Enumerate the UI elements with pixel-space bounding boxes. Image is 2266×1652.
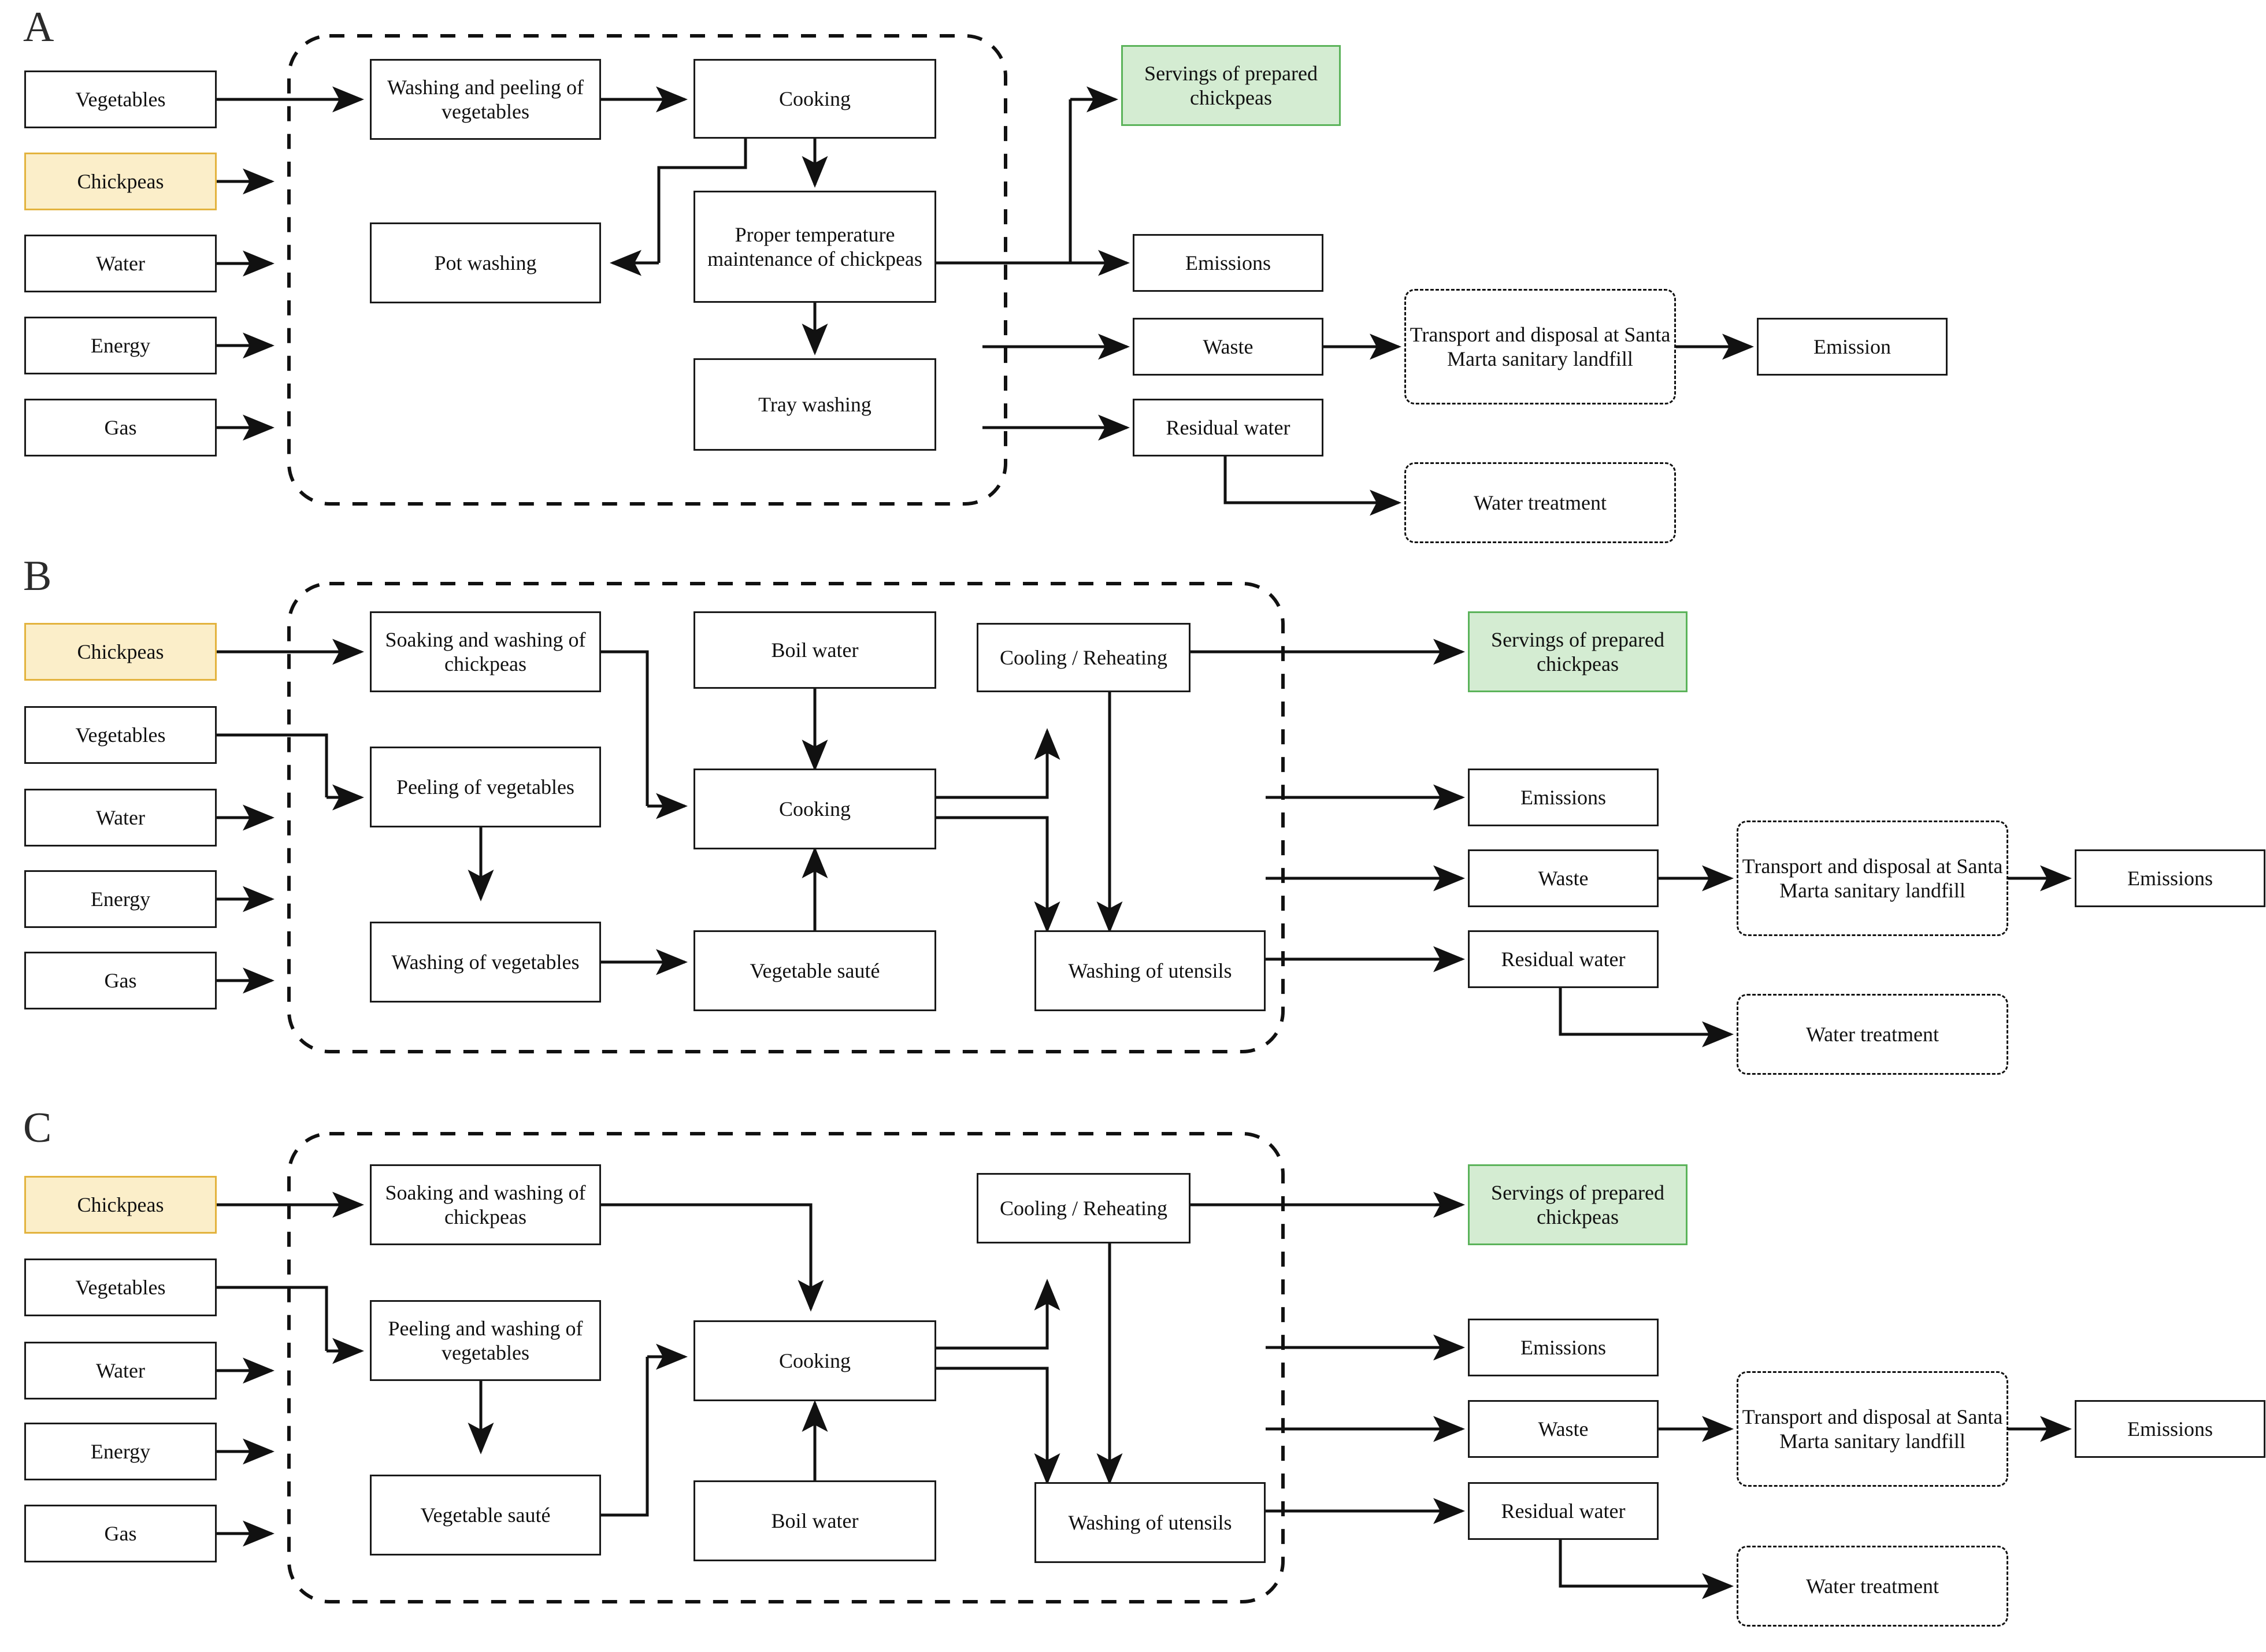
panel-c-output-residual-water[interactable]: Residual water xyxy=(1468,1482,1659,1540)
panel-a-input-energy[interactable]: Energy xyxy=(24,317,217,374)
panel-a-downstream-landfill[interactable]: Transport and disposal at Santa Marta sa… xyxy=(1404,289,1676,404)
line-c-saute-to-cooking-1 xyxy=(601,1357,649,1517)
panel-letter-c: C xyxy=(23,1104,52,1152)
panel-c-downstream-landfill[interactable]: Transport and disposal at Santa Marta sa… xyxy=(1737,1371,2008,1487)
panel-b-output-servings[interactable]: Servings of prepared chickpeas xyxy=(1468,611,1688,692)
arrow-c-cooking-to-washutensils xyxy=(936,1367,1060,1485)
panel-b-input-chickpeas[interactable]: Chickpeas xyxy=(24,623,217,681)
panel-b-input-vegetables[interactable]: Vegetables xyxy=(24,706,217,764)
panel-a-output-waste[interactable]: Waste xyxy=(1133,318,1323,376)
line-a-temp-to-servings-1 xyxy=(936,99,1072,265)
panel-b-process-washing-utensils[interactable]: Washing of utensils xyxy=(1034,930,1266,1011)
arrow-b-residualwater-to-treatment xyxy=(1559,981,1734,1048)
panel-c-output-emissions[interactable]: Emissions xyxy=(1468,1319,1659,1376)
panel-a-input-water[interactable]: Water xyxy=(24,235,217,292)
panel-b-process-vegetable-saute[interactable]: Vegetable sauté xyxy=(693,930,936,1011)
panel-a-input-vegetables[interactable]: Vegetables xyxy=(24,70,217,128)
line-b-soaking-to-cooking-1 xyxy=(601,650,649,806)
panel-b-process-washing-vegetables[interactable]: Washing of vegetables xyxy=(370,922,601,1003)
panel-c-input-water[interactable]: Water xyxy=(24,1342,217,1399)
panel-c-process-soaking-washing-chickpeas[interactable]: Soaking and washing of chickpeas xyxy=(370,1164,601,1245)
arrow-c-cooking-to-cooling xyxy=(936,1279,1060,1350)
panel-a-downstream-emission[interactable]: Emission xyxy=(1757,318,1948,376)
panel-c-process-boil-water[interactable]: Boil water xyxy=(693,1480,936,1561)
arrow-b-cooking-to-cooling xyxy=(936,728,1060,799)
line-a-cooking-to-potwash-1 xyxy=(657,139,747,263)
panel-a-input-gas[interactable]: Gas xyxy=(24,399,217,456)
panel-b-process-cooling-reheating[interactable]: Cooling / Reheating xyxy=(977,623,1191,692)
panel-b-process-soaking-washing-chickpeas[interactable]: Soaking and washing of chickpeas xyxy=(370,611,601,692)
panel-a-process-tray-washing[interactable]: Tray washing xyxy=(693,358,936,451)
panel-b-downstream-emissions[interactable]: Emissions xyxy=(2075,849,2265,907)
panel-a-process-temperature-maintenance[interactable]: Proper temperature maintenance of chickp… xyxy=(693,191,936,303)
panel-c-process-peeling-washing-vegetables[interactable]: Peeling and washing of vegetables xyxy=(370,1300,601,1381)
arrow-c-residualwater-to-treatment xyxy=(1559,1532,1734,1599)
panel-c-process-washing-utensils[interactable]: Washing of utensils xyxy=(1034,1482,1266,1563)
panel-c-input-energy[interactable]: Energy xyxy=(24,1423,217,1480)
panel-c-process-cooling-reheating[interactable]: Cooling / Reheating xyxy=(977,1173,1191,1243)
panel-a-output-emissions[interactable]: Emissions xyxy=(1133,234,1323,292)
panel-c-downstream-water-treatment[interactable]: Water treatment xyxy=(1737,1546,2008,1627)
panel-b-downstream-landfill[interactable]: Transport and disposal at Santa Marta sa… xyxy=(1737,821,2008,936)
panel-b-input-gas[interactable]: Gas xyxy=(24,952,217,1009)
panel-c-downstream-emissions[interactable]: Emissions xyxy=(2075,1400,2265,1458)
panel-a-process-cooking[interactable]: Cooking xyxy=(693,59,936,139)
line-b-vegetables-1 xyxy=(217,733,328,797)
panel-b-system-boundary xyxy=(287,582,1285,1053)
panel-a-output-residual-water[interactable]: Residual water xyxy=(1133,399,1323,456)
panel-c-output-servings[interactable]: Servings of prepared chickpeas xyxy=(1468,1164,1688,1245)
panel-b-output-residual-water[interactable]: Residual water xyxy=(1468,930,1659,988)
panel-a-system-boundary xyxy=(287,34,1007,506)
panel-c-input-gas[interactable]: Gas xyxy=(24,1505,217,1562)
panel-letter-a: A xyxy=(23,3,54,51)
panel-a-output-servings[interactable]: Servings of prepared chickpeas xyxy=(1121,45,1341,126)
panel-c-output-waste[interactable]: Waste xyxy=(1468,1400,1659,1458)
panel-b-process-boil-water[interactable]: Boil water xyxy=(693,611,936,689)
arrow-b-cooking-to-washutensils xyxy=(936,816,1060,933)
arrow-c-soaking-to-cooking xyxy=(601,1203,824,1312)
panel-b-input-water[interactable]: Water xyxy=(24,789,217,847)
panel-a-downstream-water-treatment[interactable]: Water treatment xyxy=(1404,462,1676,543)
panel-b-input-energy[interactable]: Energy xyxy=(24,870,217,928)
panel-c-process-vegetable-saute[interactable]: Vegetable sauté xyxy=(370,1475,601,1556)
panel-b-output-waste[interactable]: Waste xyxy=(1468,849,1659,907)
panel-c-system-boundary xyxy=(287,1132,1285,1603)
line-c-vegetables-1 xyxy=(217,1286,328,1351)
panel-c-process-cooking[interactable]: Cooking xyxy=(693,1320,936,1401)
panel-b-process-peeling-vegetables[interactable]: Peeling of vegetables xyxy=(370,747,601,827)
panel-b-downstream-water-treatment[interactable]: Water treatment xyxy=(1737,994,2008,1075)
panel-a-process-washing-peeling-vegetables[interactable]: Washing and peeling of vegetables xyxy=(370,59,601,140)
panel-c-input-vegetables[interactable]: Vegetables xyxy=(24,1259,217,1316)
panel-a-process-pot-washing[interactable]: Pot washing xyxy=(370,222,601,303)
panel-b-output-emissions[interactable]: Emissions xyxy=(1468,769,1659,826)
panel-b-process-cooking[interactable]: Cooking xyxy=(693,769,936,849)
panel-c-input-chickpeas[interactable]: Chickpeas xyxy=(24,1176,217,1234)
panel-a-input-chickpeas[interactable]: Chickpeas xyxy=(24,153,217,210)
panel-letter-b: B xyxy=(23,552,52,600)
arrow-a-residualwater-to-treatment xyxy=(1223,450,1401,516)
